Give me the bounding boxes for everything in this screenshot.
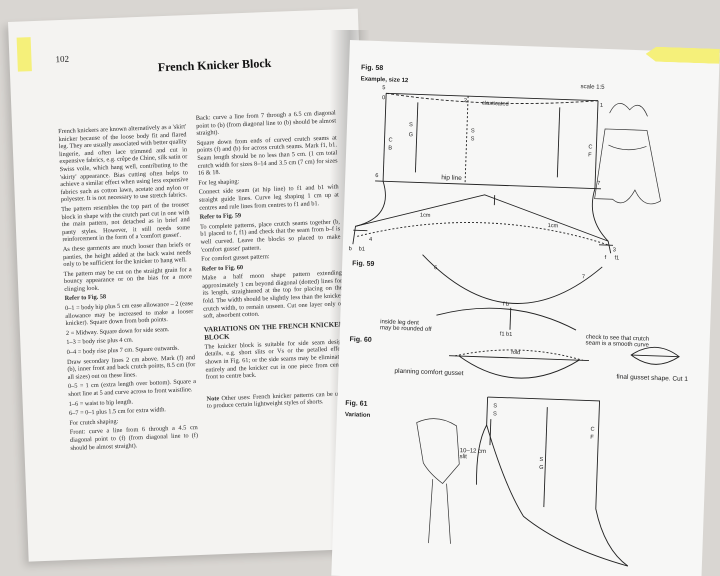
grain-label: G — [408, 132, 414, 139]
paragraph: The pattern resembles the top part of th… — [61, 201, 191, 244]
point-label: f b — [502, 301, 510, 308]
page-number: 102 — [55, 53, 70, 65]
left-page: 102 French Knicker Block French knickers… — [8, 8, 379, 562]
centre-front-label: F — [590, 434, 594, 441]
point-label: 6 — [433, 265, 438, 272]
grain-label: S — [539, 456, 544, 463]
instruction: Front: curve a line from 6 through a 4.5… — [69, 424, 199, 452]
instruction: Back: curve a line from 7 through a 6.5 … — [195, 109, 337, 138]
instruction: 0–1 = body hip plus 5 cm ease allowance … — [64, 300, 194, 328]
point-label: f1 b1 — [499, 331, 513, 338]
point-label: f1 — [614, 255, 620, 262]
instruction: Connect side seam (at hip line) to f1 an… — [198, 183, 340, 212]
instruction: Make a half moon shape pattern extending… — [201, 269, 344, 320]
fold-label: fold — [511, 349, 521, 357]
fig60-caption: Fig. 60 — [349, 336, 372, 344]
centre-front-label: C — [590, 426, 595, 433]
centre-front-label: C — [588, 144, 593, 151]
pattern-diagrams — [352, 92, 680, 567]
elasticated-label: elasticated — [481, 100, 509, 108]
measurement-label: 1cm — [419, 212, 431, 219]
instruction: To complete patterns, place crutch seams… — [199, 218, 341, 254]
fig60-diagram — [449, 346, 680, 379]
side-seam-label: S — [470, 136, 475, 143]
side-seam-label: S — [470, 128, 475, 135]
point-label: 1 — [599, 102, 604, 109]
fig61-caption: Fig. 61 — [345, 400, 368, 408]
paragraph: The pattern may be cut on the straight g… — [63, 265, 193, 293]
slit-label: 10–12 cm slit — [459, 448, 487, 461]
instruction: Square down from ends of curved crutch s… — [196, 134, 338, 177]
fig59-caption: Fig. 59 — [352, 260, 375, 268]
point-label: 3 — [612, 247, 617, 254]
centre-back-label: B — [388, 145, 393, 152]
check-note: check to see that crutch seam is a smoot… — [585, 334, 650, 349]
sticky-tab-left — [16, 37, 32, 72]
side-seam-label: S — [493, 403, 498, 410]
grain-label: S — [408, 122, 413, 129]
paragraph: French knickers are known alternatively … — [58, 123, 189, 204]
point-label: 0 — [381, 95, 386, 102]
chapter-title: French Knicker Block — [157, 55, 272, 75]
measurement-label: 1cm — [547, 223, 559, 230]
dent-note: inside leg dent may be rounded off — [379, 319, 432, 334]
fig59-diagram — [422, 254, 603, 331]
figure-sketch — [416, 418, 460, 544]
point-label: 6 — [375, 172, 379, 180]
paragraph: The knicker block is suitable for side s… — [204, 338, 346, 381]
point-label: f — [604, 255, 607, 262]
text-column-1: French knickers are known alternatively … — [58, 123, 198, 454]
variation-label: Variation — [344, 412, 371, 419]
text-column-2: Back: curve a line from 7 through a 6.5 … — [196, 109, 347, 412]
point-label: 7 — [581, 274, 586, 281]
fig58-diagram — [352, 92, 614, 254]
centre-front-label: F — [588, 152, 592, 159]
point-label: 5 — [382, 85, 386, 92]
instruction: Draw secondary lines 2 cm above. Mark (f… — [66, 353, 196, 381]
fig61-diagram — [476, 396, 629, 567]
point-label: 2 — [463, 98, 468, 105]
hip-line-label: hip line — [441, 174, 462, 182]
point-label: 7 — [597, 180, 601, 187]
point-label: b — [348, 246, 352, 253]
point-label: 4 — [368, 236, 373, 243]
centre-back-label: C — [388, 137, 393, 144]
knicker-sketch — [594, 103, 661, 205]
point-label: b1 — [358, 246, 366, 253]
right-page: Fig. 58 Example, size 12 scale 1:5 — [331, 40, 719, 576]
paragraph: As these garments are much looser than b… — [62, 241, 192, 269]
grain-label: G — [539, 464, 544, 472]
note: Note Other uses: French knicker patterns… — [206, 390, 347, 411]
side-seam-label: S — [492, 411, 497, 418]
